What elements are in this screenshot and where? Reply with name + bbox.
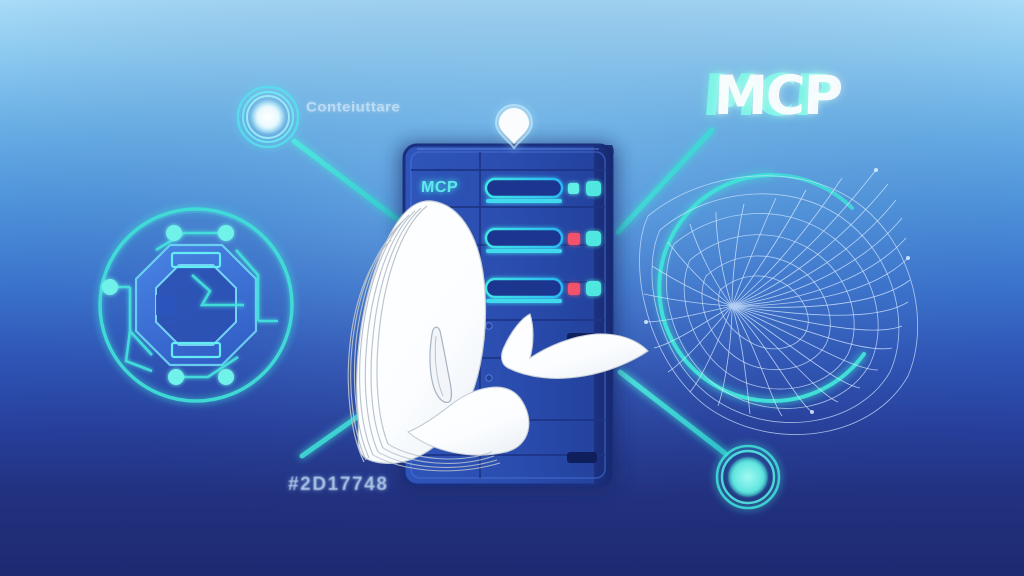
- rack-slot-2[interactable]: [484, 227, 601, 253]
- whale-pleat-lines-lower: [372, 443, 501, 472]
- rack-slot-1[interactable]: [484, 177, 601, 203]
- octagon-notch: [156, 295, 176, 315]
- rack-screw: [485, 374, 493, 382]
- whale-body-lower: [406, 386, 530, 456]
- status-led-cyan: [586, 281, 601, 296]
- node-dot: [218, 369, 234, 385]
- slot-bar-track: [484, 277, 564, 299]
- ring-mid: [241, 90, 295, 144]
- slot-bar-underline: [486, 299, 562, 303]
- rack-vent: [567, 452, 597, 463]
- ring-core: [728, 457, 768, 497]
- terminal-top: [170, 251, 222, 269]
- rack-side-panel: [594, 145, 614, 487]
- rack-slot-3[interactable]: [484, 277, 601, 303]
- status-led-red: [568, 283, 580, 295]
- ring-outer: [715, 444, 781, 510]
- pin-marker-top-center[interactable]: [494, 103, 534, 150]
- mcp-wordmark-white: MCP: [712, 64, 843, 127]
- whale-tail: [501, 313, 649, 379]
- mcp-wordmark: MCP MCP MCP: [694, 62, 842, 134]
- connector-rack-to-topright: [615, 127, 715, 235]
- mcp-wordmark-glow: MCP: [708, 64, 837, 127]
- slot-bar-track: [484, 177, 564, 199]
- slot-bar-track: [484, 227, 564, 249]
- ring-outer: [236, 85, 300, 149]
- status-led-cyan: [568, 183, 579, 194]
- pin-icon: [499, 108, 529, 144]
- connector-topleft-to-rack: [291, 138, 417, 235]
- slot-bar-underline: [486, 199, 562, 203]
- ring-core: [251, 100, 285, 134]
- whale-pleat-lines: [347, 205, 428, 463]
- node-dot: [166, 225, 182, 241]
- status-led-red: [568, 233, 580, 245]
- mesh-node-dot: [906, 256, 910, 260]
- connector-rack-to-bottomright: [617, 369, 729, 457]
- pin-halo: [494, 103, 534, 150]
- node-dot: [218, 225, 234, 241]
- status-led-cyan: [586, 231, 601, 246]
- whale-body: [356, 200, 487, 464]
- ring-mid: [720, 449, 776, 505]
- node-dot: [168, 369, 184, 385]
- tech-node-outer-ring: [98, 207, 294, 403]
- glow-ring-bottom-right[interactable]: [715, 444, 781, 510]
- status-led-cyan: [586, 181, 601, 196]
- mesh-node-ring-top: [770, 172, 854, 210]
- terminal-bottom: [170, 341, 222, 359]
- slot-bar-underline: [486, 249, 562, 253]
- mesh-node-dot: [644, 320, 648, 324]
- whale-fin-crease: [434, 335, 444, 397]
- ring-inner: [246, 95, 290, 139]
- glow-ring-top-left[interactable]: [236, 85, 300, 149]
- mesh-node-ring: [657, 173, 866, 403]
- rack-screw: [485, 322, 493, 330]
- mesh-node-dot: [810, 410, 814, 414]
- mesh-node-dot: [874, 168, 878, 172]
- node-dot: [102, 279, 118, 295]
